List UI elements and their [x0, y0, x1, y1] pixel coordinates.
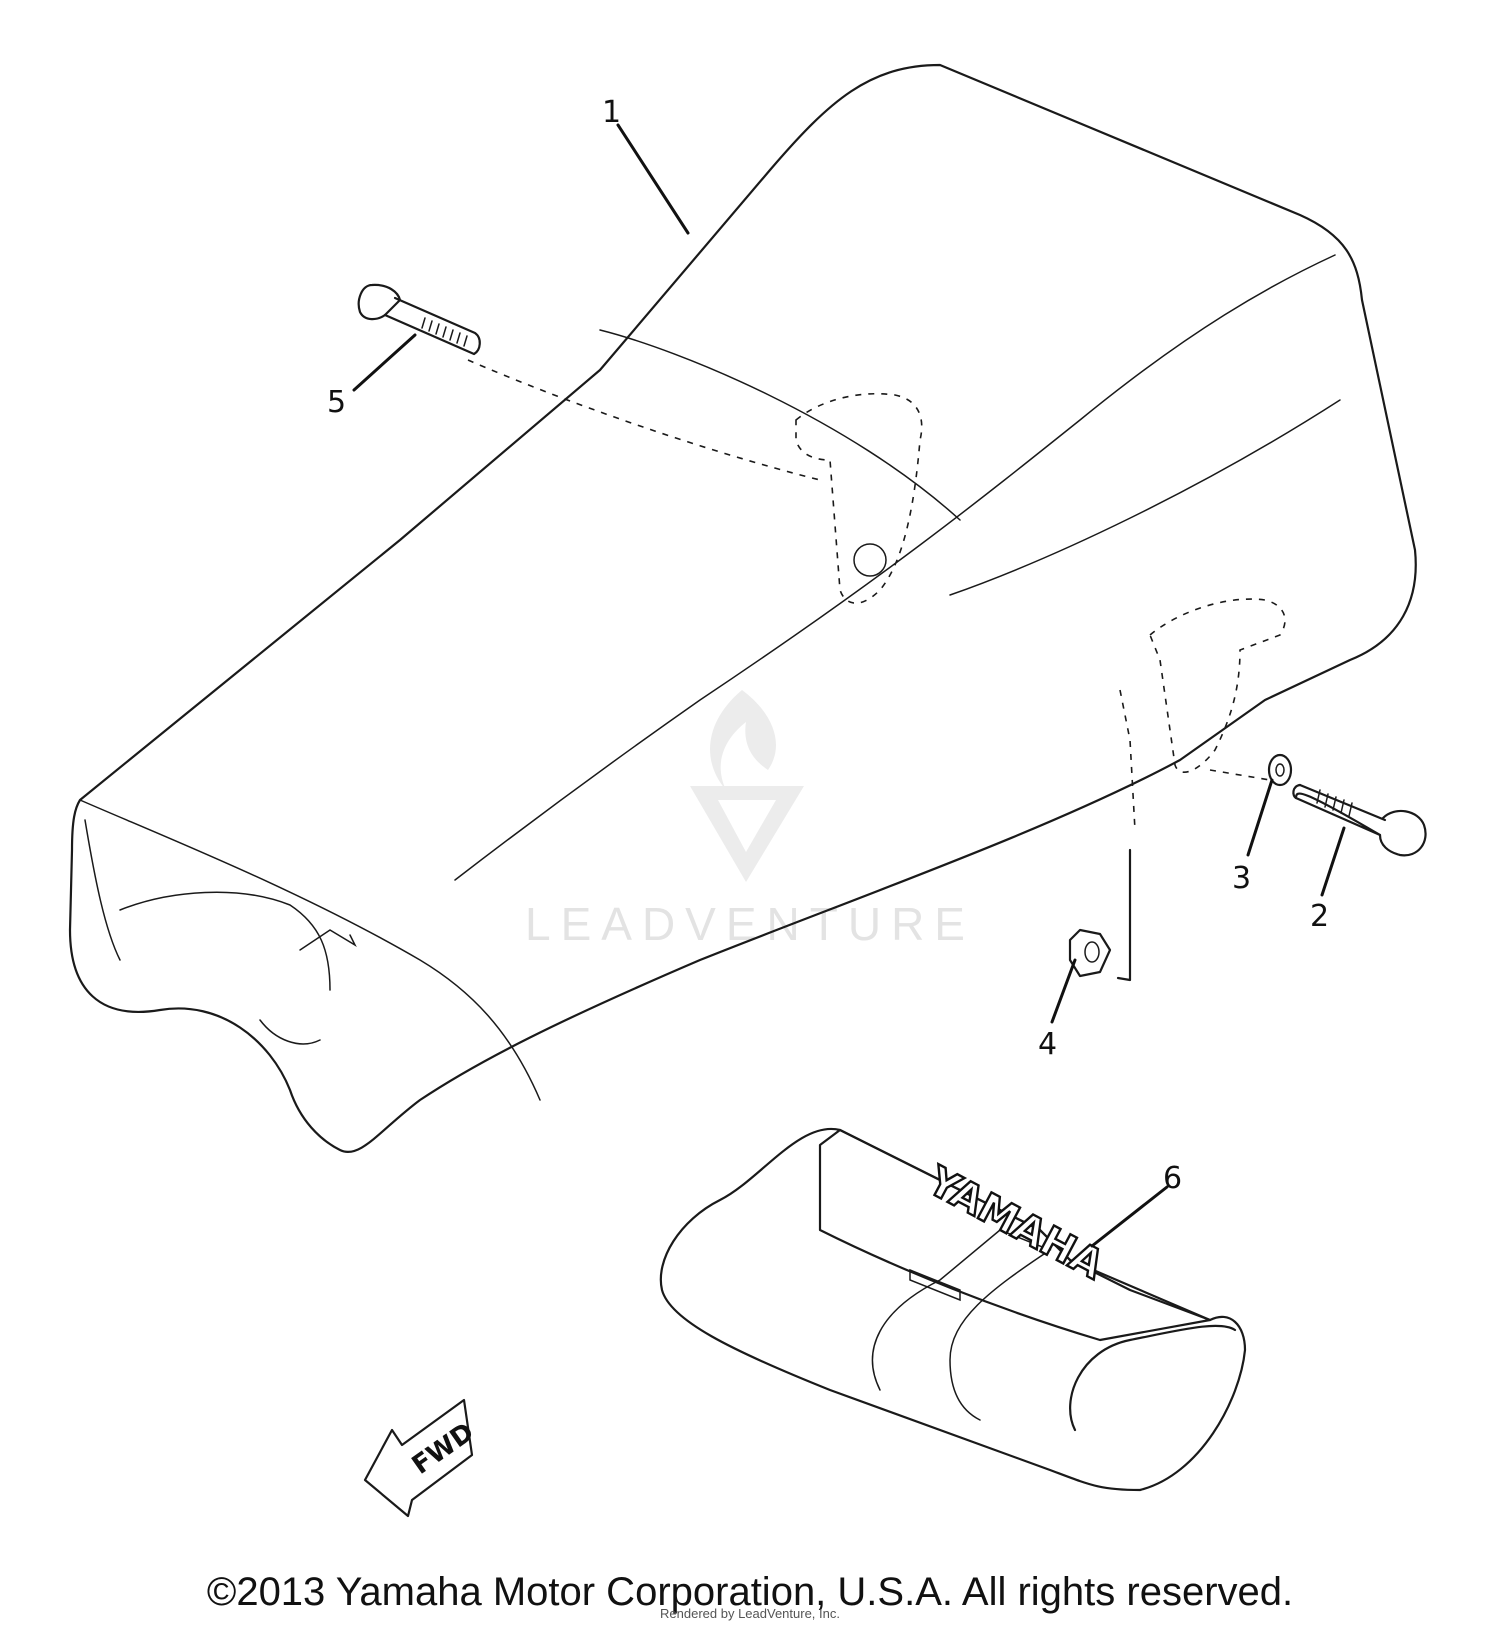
tool-bag-brand: YAMAHA — [919, 1158, 1110, 1289]
watermark-text: LEADVENTURE — [525, 898, 975, 950]
seat-rear-seam — [454, 254, 1336, 881]
leader-5 — [352, 333, 417, 392]
flame-logo-icon — [710, 690, 776, 790]
stud-line — [1116, 848, 1132, 982]
bolt-5-path — [467, 359, 821, 481]
front-bracket-hole — [853, 543, 887, 577]
callout-4: 4 — [1038, 1027, 1057, 1062]
bolt-2 — [1292, 783, 1427, 857]
leader-4 — [1050, 958, 1077, 1024]
callout-numbers: 1 2 3 4 5 6 — [327, 95, 1329, 1196]
tool-bag-end — [1069, 1324, 1237, 1432]
nut-4 — [1068, 928, 1112, 978]
seat-assembly — [68, 63, 1417, 1153]
v-logo-icon — [690, 786, 804, 882]
callout-3: 3 — [1232, 861, 1251, 896]
tool-bag-strap — [871, 1229, 1052, 1421]
seat-outline — [68, 63, 1417, 1153]
front-bracket — [795, 392, 923, 604]
callout-5: 5 — [327, 385, 346, 420]
fwd-label: FWD — [407, 1417, 480, 1481]
leader-1 — [616, 123, 690, 235]
seat-front-panel — [84, 819, 331, 1045]
tool-bag: YAMAHA — [659, 1127, 1247, 1492]
tool-bag-buckle — [909, 1268, 961, 1302]
bolt-2-path — [1209, 769, 1271, 781]
attribution-text: Rendered by LeadVenture, Inc. — [660, 1606, 840, 1621]
seat-side-seam — [79, 799, 541, 1101]
callout-leaders — [352, 123, 1346, 1248]
seat-front-lip — [299, 929, 357, 951]
fwd-arrow-icon: FWD — [363, 1398, 480, 1518]
leader-3 — [1246, 778, 1274, 857]
callout-2: 2 — [1310, 899, 1329, 934]
callout-1: 1 — [602, 95, 621, 130]
rear-bracket-side — [1119, 689, 1136, 831]
tool-bag-flap — [818, 1128, 1212, 1342]
washer-3 — [1267, 753, 1293, 787]
leadventure-watermark: LEADVENTURE — [525, 690, 975, 950]
leader-2 — [1320, 826, 1346, 897]
leader-6 — [1090, 1185, 1169, 1248]
seat-cushion-line — [599, 329, 1341, 596]
rear-bracket — [1149, 598, 1286, 773]
callout-6: 6 — [1163, 1161, 1182, 1196]
bolt-5 — [357, 283, 481, 356]
copyright-notice: ©2013 Yamaha Motor Corporation, U.S.A. A… — [206, 1570, 1294, 1614]
